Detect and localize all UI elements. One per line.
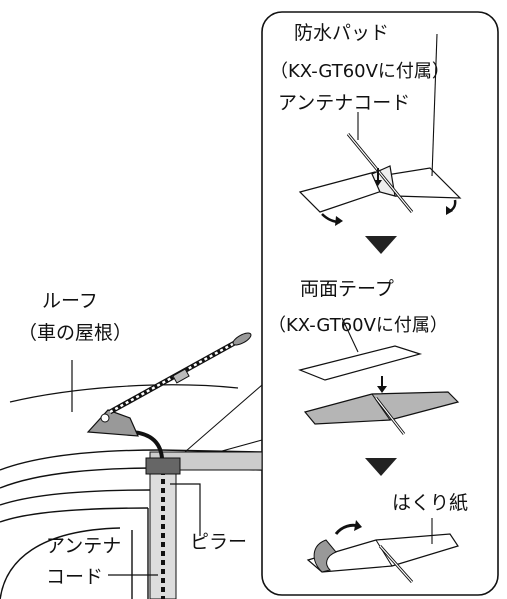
cord-label-line2: コード: [46, 566, 104, 588]
pillar-leader: [170, 483, 201, 536]
cord-label: アンテナコード: [278, 92, 411, 114]
antenna-tip: [232, 332, 252, 346]
antenna-joint: [172, 368, 190, 384]
antenna-base: [86, 409, 139, 437]
roof-label: ルーフ: [42, 290, 98, 312]
tape-note: （KX-GT60Vに付属）: [268, 315, 448, 336]
roof-outline: [9, 384, 239, 403]
paper-label: はくり紙: [392, 492, 469, 514]
step1-pad-figure: [298, 133, 462, 226]
pad-leader: [431, 33, 438, 177]
step2-tape-figure: [298, 345, 460, 435]
tape-leader: [341, 317, 359, 353]
callout-leader-upper: [177, 384, 263, 459]
callout-panel: [261, 11, 499, 596]
pillar-label: ピラー: [190, 531, 248, 553]
cord-label-line1: アンテナ: [46, 535, 122, 557]
tape-title: 両面テープ: [300, 278, 394, 300]
waterproof-pad: [145, 457, 181, 475]
step-arrow-1: [365, 236, 397, 254]
antenna-base-bolt: [100, 413, 110, 423]
pad-note: （KX-GT60Vに付属）: [270, 61, 450, 82]
door-frame: [0, 449, 263, 599]
step-arrow-2: [365, 458, 397, 476]
pad-title: 防水パッド: [294, 22, 390, 44]
roof-note: （車の屋根）: [18, 322, 133, 344]
step3-paper-figure: [306, 520, 459, 583]
